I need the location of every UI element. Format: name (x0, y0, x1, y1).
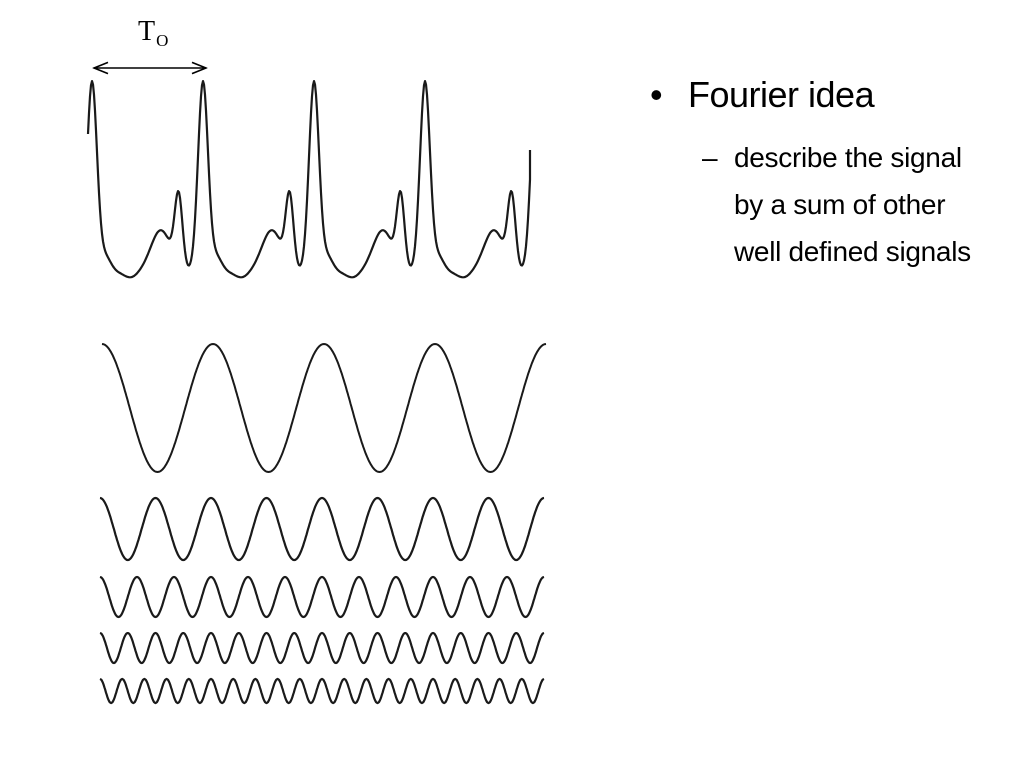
sub-bullet-mark: – (702, 142, 718, 173)
period-label-main: T (138, 16, 156, 47)
bullet-mark: • (650, 74, 663, 115)
bullet-text: Fourier idea (688, 74, 875, 115)
bullet-item: • Fourier idea (650, 72, 1010, 118)
waveform-figure (86, 0, 547, 705)
harmonic-2-sine-wave (99, 496, 545, 562)
sub-bullet-item: – describe the signal by a sum of other … (702, 134, 1010, 275)
sub-bullet-text: describe the signal by a sum of other we… (734, 142, 971, 267)
period-label-subscript: O (156, 31, 169, 50)
bullet-list: • Fourier idea – describe the signal by … (650, 72, 1010, 275)
period-label: TO (138, 16, 168, 50)
fundamental-sine-wave (101, 342, 547, 474)
composite-signal-wave (86, 80, 532, 279)
harmonic-3-sine-wave (99, 575, 545, 619)
harmonic-4-sine-wave (99, 631, 545, 665)
harmonic-5-sine-wave (99, 677, 545, 705)
